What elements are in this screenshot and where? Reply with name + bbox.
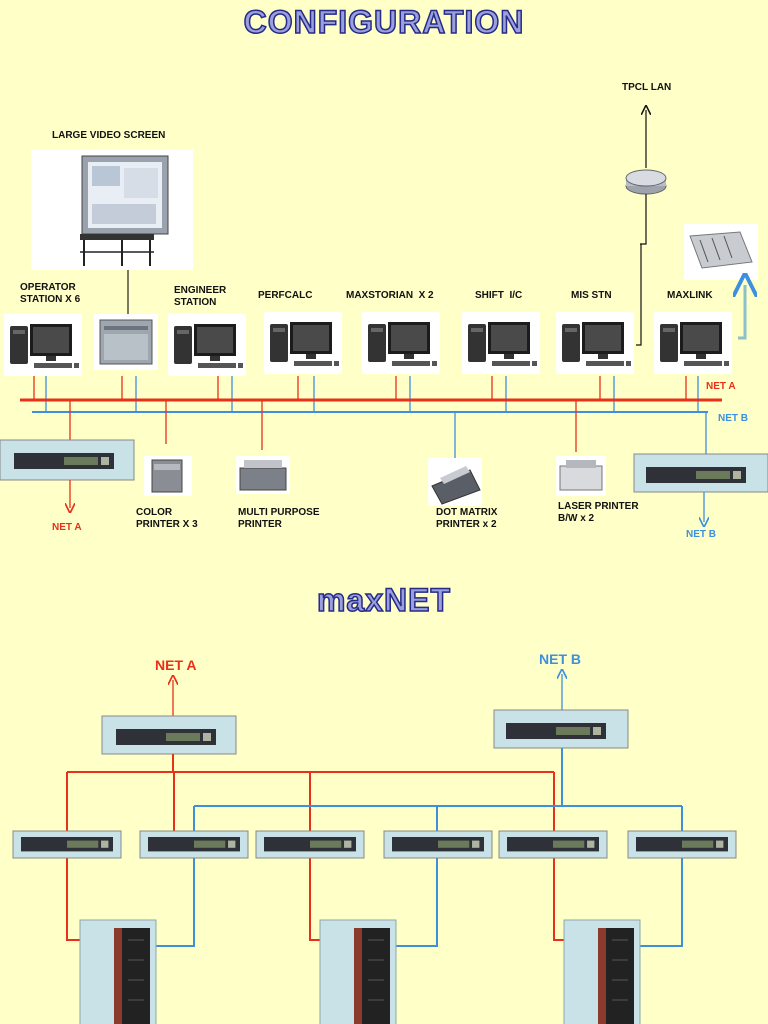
label-net-a-left: NET A xyxy=(52,522,82,533)
label-engineer-station: ENGINEER STATION xyxy=(174,285,226,309)
label-dot-matrix-printer: DOT MATRIX PRINTER x 2 xyxy=(436,507,497,531)
workstation-icon xyxy=(362,312,440,374)
label-multi-purpose-line2: PRINTER xyxy=(238,519,282,530)
label-laser-printer-line2: B/W x 2 xyxy=(558,513,595,524)
label-mis-stn: MIS STN xyxy=(571,290,612,301)
label-perfcalc: PERFCALC xyxy=(258,290,313,301)
label-net-b-right: NET B xyxy=(686,529,716,540)
network-switch-icon xyxy=(498,830,608,859)
label-multi-purpose-line1: MULTI PURPOSE xyxy=(238,507,320,518)
page-title-configuration: CONFIGURATION xyxy=(243,3,525,41)
controller-rack-icon xyxy=(563,919,641,1024)
label-engineer-station-line1: ENGINEER xyxy=(174,285,227,296)
video-wall-icon xyxy=(31,150,193,270)
label-dot-matrix-line2: PRINTER x 2 xyxy=(436,519,497,530)
workstation-icon xyxy=(462,312,540,374)
label-laser-printer: LASER PRINTER B/W x 2 xyxy=(558,501,639,525)
label-maxnet-net-b: NET B xyxy=(539,651,581,667)
network-switch-icon xyxy=(493,709,629,749)
network-switch-icon xyxy=(383,830,493,859)
label-operator-station: OPERATOR STATION X 6 xyxy=(20,282,80,306)
laser-printer-icon xyxy=(556,456,606,496)
network-switch-icon xyxy=(0,439,135,481)
label-color-printer-line2: PRINTER X 3 xyxy=(136,519,198,530)
network-switch-icon xyxy=(101,715,237,755)
server-tower-icon xyxy=(94,314,158,370)
router-icon xyxy=(625,169,667,195)
maxlink-module-icon xyxy=(684,224,758,280)
net-b-tree xyxy=(150,748,683,947)
workstation-icon xyxy=(556,312,634,374)
controller-rack-icon xyxy=(79,919,157,1024)
label-shift-ic: SHIFT I/C xyxy=(475,290,523,301)
label-operator-station-line2: STATION X 6 xyxy=(20,294,81,305)
label-dot-matrix-line1: DOT MATRIX xyxy=(436,507,498,518)
net-a-drops xyxy=(33,376,687,400)
network-switch-icon xyxy=(255,830,365,859)
label-maxnet-net-a: NET A xyxy=(155,657,197,673)
label-color-printer: COLOR PRINTER X 3 xyxy=(136,507,198,531)
workstation-icon xyxy=(168,314,246,376)
label-engineer-station-line2: STATION xyxy=(174,297,217,308)
network-switch-icon xyxy=(139,830,249,859)
network-switch-icon xyxy=(633,453,768,493)
label-operator-station-line1: OPERATOR xyxy=(20,282,76,293)
network-switch-icon xyxy=(12,830,122,859)
workstation-icon xyxy=(4,314,82,376)
label-multi-purpose-printer: MULTI PURPOSE PRINTER xyxy=(238,507,319,531)
label-large-video-screen: LARGE VIDEO SCREEN xyxy=(52,130,166,141)
label-maxstorian: MAXSTORIAN X 2 xyxy=(346,290,434,301)
net-b-drops xyxy=(45,376,699,412)
label-maxlink: MAXLINK xyxy=(667,290,713,301)
network-switch-icon xyxy=(627,830,737,859)
label-color-printer-line1: COLOR xyxy=(136,507,173,518)
controller-rack-icon xyxy=(319,919,397,1024)
workstation-icon xyxy=(654,312,732,374)
page-title-maxnet: maxNET xyxy=(316,581,452,619)
workstation-icon xyxy=(264,312,342,374)
dot-matrix-printer-icon xyxy=(428,458,482,506)
label-net-b-bus: NET B xyxy=(718,413,748,424)
color-printer-icon xyxy=(144,456,192,496)
label-tpcl-lan: TPCL LAN xyxy=(622,82,672,93)
label-net-a-bus: NET A xyxy=(706,381,736,392)
label-laser-printer-line1: LASER PRINTER xyxy=(558,501,639,512)
multifunction-printer-icon xyxy=(236,456,290,494)
